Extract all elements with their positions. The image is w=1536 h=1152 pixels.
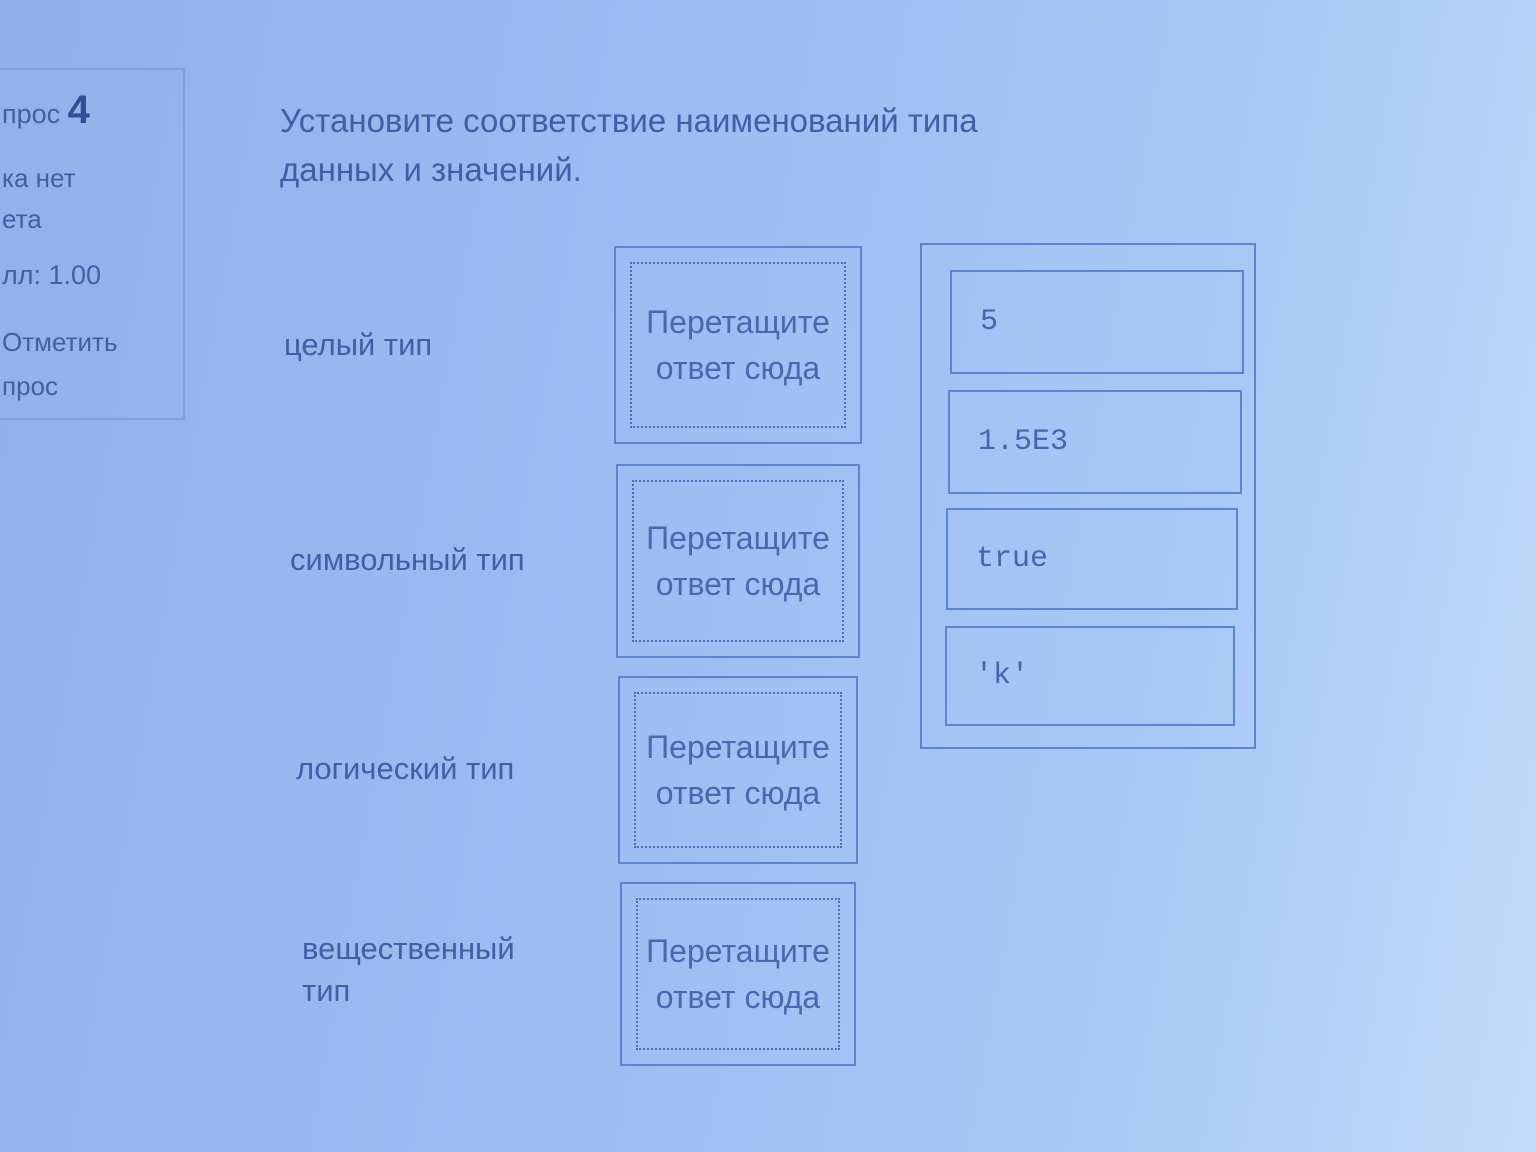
row-label: целый тип (284, 327, 433, 362)
draggable-choice[interactable]: true (946, 508, 1238, 610)
draggable-choice[interactable]: 5 (950, 270, 1244, 374)
question-number: прос 4 (2, 88, 90, 132)
drop-zone[interactable]: Перетащите ответ сюда (614, 246, 862, 444)
question-info-panel: прос 4 ка нет ета лл: 1.00 Отметить прос (0, 68, 185, 420)
question-mark: лл: 1.00 (2, 260, 102, 290)
drop-placeholder: Перетащите ответ сюда (636, 898, 840, 1050)
flag-question-link[interactable]: Отметить прос (2, 327, 118, 401)
draggable-choice[interactable]: 1.5E3 (948, 390, 1242, 494)
question-state: ка нет ета (2, 163, 76, 234)
drop-placeholder: Перетащите ответ сюда (630, 262, 846, 428)
row-label: вещественный тип (302, 931, 515, 1008)
drop-zone[interactable]: Перетащите ответ сюда (618, 676, 858, 864)
draggable-choice[interactable]: 'k' (945, 626, 1235, 726)
answer-pool (920, 243, 1256, 749)
drop-zone[interactable]: Перетащите ответ сюда (620, 882, 856, 1066)
question-text: Установите соответствие наименований тип… (280, 102, 978, 188)
drop-zone[interactable]: Перетащите ответ сюда (616, 464, 860, 658)
row-label: символьный тип (290, 542, 525, 577)
row-label: логический тип (296, 751, 515, 786)
drop-placeholder: Перетащите ответ сюда (632, 480, 844, 642)
drop-placeholder: Перетащите ответ сюда (634, 692, 842, 848)
